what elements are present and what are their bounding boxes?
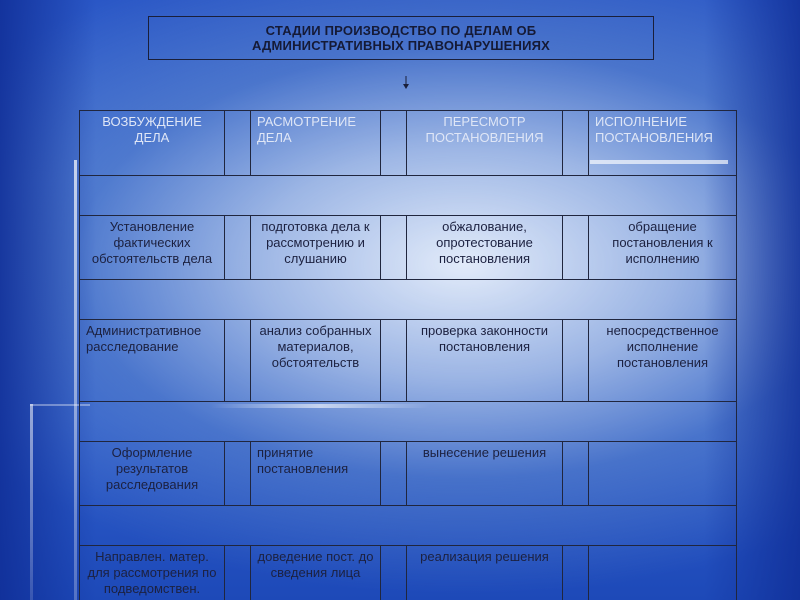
spacer-cell [224, 545, 251, 600]
table-cell [588, 545, 737, 600]
spacer-cell [224, 215, 251, 280]
table-spacer-row [79, 505, 737, 546]
spacer-cell [562, 215, 589, 280]
header-cell-review: ПЕРЕСМОТР ПОСТАНОВЛЕНИЯ [406, 110, 563, 176]
table-cell: доведение пост. до сведения лица [250, 545, 381, 600]
table-cell: принятие постановления [250, 441, 381, 506]
header-cell-initiation: ВОЗБУЖДЕНИЕ ДЕЛА [79, 110, 225, 176]
table-cell: обращение постановления к исполнению [588, 215, 737, 280]
header-cell-execution: ИСПОЛНЕНИЕ ПОСТАНОВЛЕНИЯ [588, 110, 737, 176]
slide-title-line-1: СТАДИИ ПРОИЗВОДСТВО ПО ДЕЛАМ ОБ [265, 23, 537, 38]
table-spacer-row [79, 175, 737, 216]
spacer-cell [562, 441, 589, 506]
table-cell: анализ собранных материалов, обстоятельс… [250, 319, 381, 402]
table-cell: Установление фактических обстоятельств д… [79, 215, 225, 280]
table-cell: Административное расследование [79, 319, 225, 402]
table-header-row: ВОЗБУЖДЕНИЕ ДЕЛА РАСМОТРЕНИЕ ДЕЛА ПЕРЕСМ… [79, 110, 737, 176]
spacer-cell [562, 545, 589, 600]
spacer-cell [562, 110, 589, 176]
spacer-cell [224, 110, 251, 176]
table-cell: проверка законности постановления [406, 319, 563, 402]
spacer-cell [380, 110, 407, 176]
table-cell: непосредственное исполнение постановлени… [588, 319, 737, 402]
decorative-horizontal-line-left [30, 404, 90, 406]
spacer-cell [562, 319, 589, 402]
slide-title-line-2: АДМИНИСТРАТИВНЫХ ПРАВОНАРУШЕНИЯХ [251, 38, 551, 53]
table-row: Направлен. матер. для рассмотрения по по… [79, 545, 737, 600]
header-cell-consideration: РАСМОТРЕНИЕ ДЕЛА [250, 110, 381, 176]
table-cell: вынесение решения [406, 441, 563, 506]
table-cell: обжалование, опротестование постановлени… [406, 215, 563, 280]
spacer-row-cell [79, 175, 737, 216]
spacer-cell [380, 545, 407, 600]
table-spacer-row [79, 279, 737, 320]
spacer-cell [224, 319, 251, 402]
spacer-cell [380, 441, 407, 506]
table-cell: Направлен. матер. для рассмотрения по по… [79, 545, 225, 600]
table-row: Административное расследование анализ со… [79, 319, 737, 402]
table-cell: реализация решения [406, 545, 563, 600]
table-cell: Оформление результатов расследования [79, 441, 225, 506]
spacer-row-cell [79, 279, 737, 320]
spacer-row-cell [79, 401, 737, 442]
spacer-cell [224, 441, 251, 506]
table-row: Установление фактических обстоятельств д… [79, 215, 737, 280]
arrow-down-icon [403, 76, 409, 89]
spacer-row-cell [79, 505, 737, 546]
spacer-cell [380, 319, 407, 402]
decorative-vertical-line-left [30, 404, 33, 600]
slide-title-box: СТАДИИ ПРОИЗВОДСТВО ПО ДЕЛАМ ОБ АДМИНИСТ… [148, 16, 654, 60]
table-spacer-row [79, 401, 737, 442]
decorative-vertical-line [74, 160, 77, 600]
table-cell [588, 441, 737, 506]
table-row: Оформление результатов расследования при… [79, 441, 737, 506]
spacer-cell [380, 215, 407, 280]
stages-table: ВОЗБУЖДЕНИЕ ДЕЛА РАСМОТРЕНИЕ ДЕЛА ПЕРЕСМ… [79, 110, 737, 600]
table-cell: подготовка дела к рассмотрению и слушани… [250, 215, 381, 280]
